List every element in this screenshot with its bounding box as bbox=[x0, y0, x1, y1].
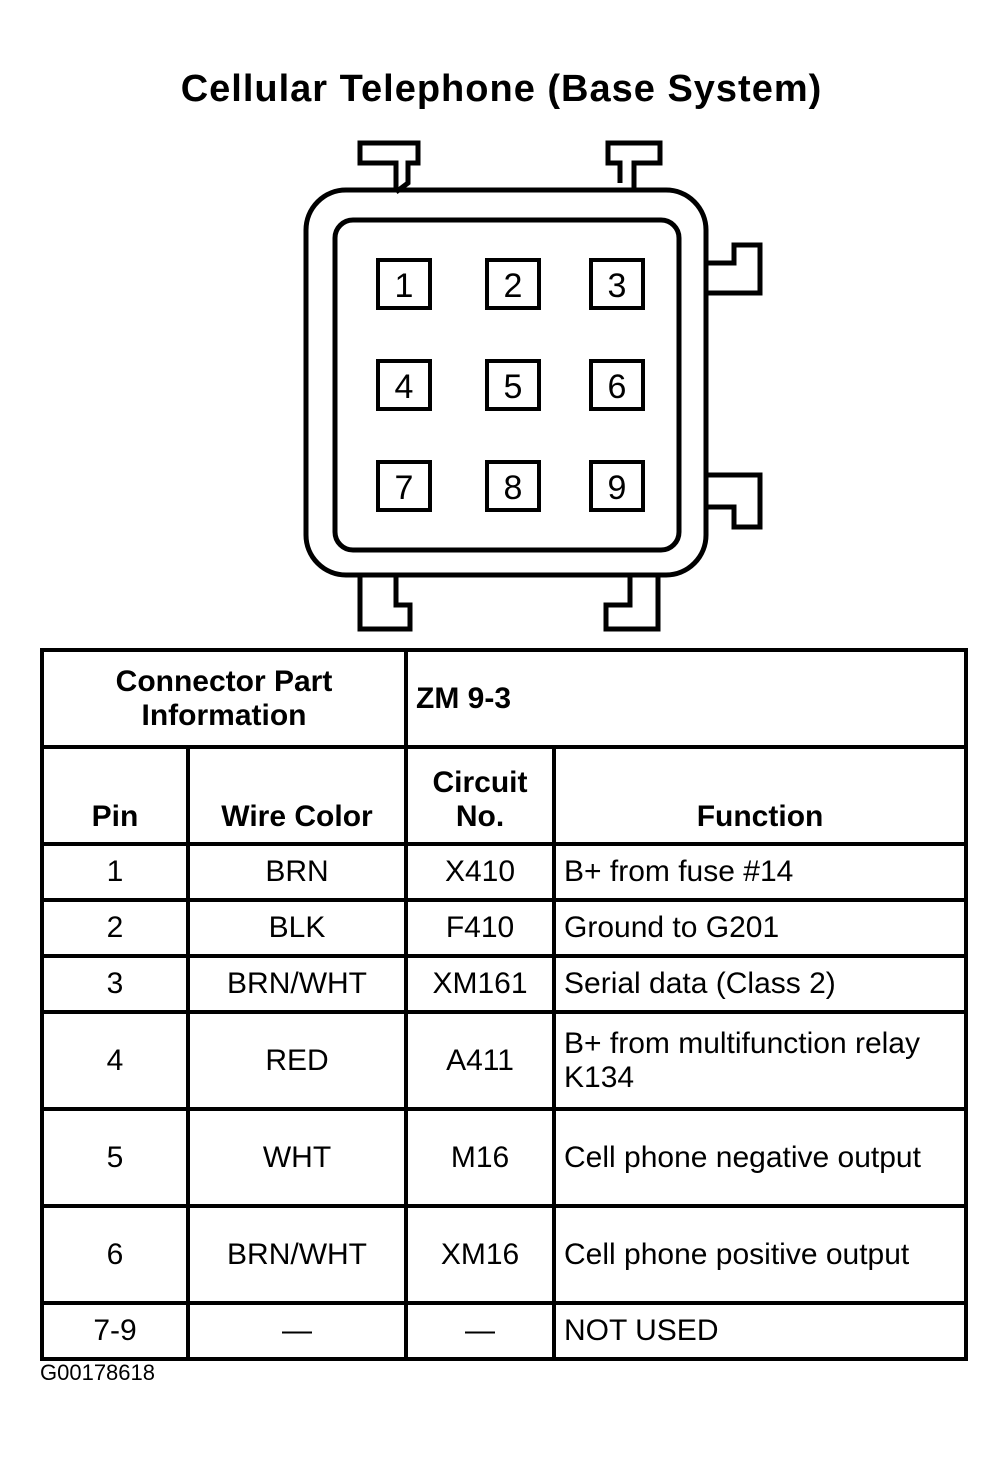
pin-8-label: 8 bbox=[504, 469, 523, 507]
part-info-value: ZM 9-3 bbox=[404, 648, 969, 749]
pin-5-label: 5 bbox=[504, 368, 523, 406]
pin-3-label: 3 bbox=[608, 267, 627, 305]
pin-cell: 6 bbox=[40, 1204, 190, 1305]
pin-1-label: 1 bbox=[395, 267, 414, 305]
wire-color-cell: — bbox=[185, 1301, 409, 1361]
circuit-cell: XM161 bbox=[404, 954, 557, 1014]
table-row: 6 BRN/WHT XM16 Cell phone positive outpu… bbox=[40, 1204, 969, 1305]
function-cell: NOT USED bbox=[552, 1301, 969, 1361]
circuit-cell: F410 bbox=[404, 898, 557, 958]
function-cell: B+ from fuse #14 bbox=[552, 842, 969, 902]
table-row: 5 WHT M16 Cell phone negative output bbox=[40, 1107, 969, 1208]
table-row: 2 BLK F410 Ground to G201 bbox=[40, 898, 969, 958]
wire-color-cell: RED bbox=[185, 1010, 409, 1111]
table-row: 7-9 — — NOT USED bbox=[40, 1301, 969, 1361]
table-row: 3 BRN/WHT XM161 Serial data (Class 2) bbox=[40, 954, 969, 1014]
pin-cell: 1 bbox=[40, 842, 190, 902]
pin-4-label: 4 bbox=[395, 368, 414, 406]
header-circuit-no: Circuit No. bbox=[404, 745, 557, 846]
bottom-left-latch bbox=[357, 575, 413, 632]
pin-9-label: 9 bbox=[608, 469, 627, 507]
function-cell: Cell phone positive output bbox=[552, 1204, 969, 1305]
pin-cell: 4 bbox=[40, 1010, 190, 1111]
circuit-cell: — bbox=[404, 1301, 557, 1361]
right-upper-latch bbox=[706, 242, 763, 296]
connector-diagram: 1 2 3 4 5 6 7 8 9 bbox=[303, 140, 763, 632]
wire-color-cell: BLK bbox=[185, 898, 409, 958]
header-wire-color: Wire Color bbox=[185, 745, 409, 846]
connector-cavity bbox=[332, 217, 682, 553]
right-lower-latch bbox=[706, 472, 763, 530]
circuit-cell: M16 bbox=[404, 1107, 557, 1208]
wire-color-cell: BRN/WHT bbox=[185, 1204, 409, 1305]
part-info-label: Connector Part Information bbox=[39, 648, 409, 749]
header-pin: Pin bbox=[40, 745, 190, 846]
top-right-latch bbox=[605, 140, 663, 192]
bottom-right-latch bbox=[603, 575, 661, 632]
diagram-title: Cellular Telephone (Base System) bbox=[180, 68, 823, 110]
header-function: Function bbox=[552, 745, 969, 846]
table-row: 4 RED A411 B+ from multifunction relay K… bbox=[40, 1010, 969, 1111]
connector-housing bbox=[303, 187, 709, 578]
wire-color-cell: BRN bbox=[185, 842, 409, 902]
circuit-cell: A411 bbox=[404, 1010, 557, 1111]
part-info-row: Connector Part Information ZM 9-3 bbox=[39, 648, 969, 749]
connector-info-table: Connector Part Information ZM 9-3 Pin Wi… bbox=[39, 648, 969, 1361]
header-row: Pin Wire Color Circuit No. Function bbox=[40, 745, 969, 846]
pin-cell: 7-9 bbox=[40, 1301, 190, 1361]
circuit-cell: XM16 bbox=[404, 1204, 557, 1305]
function-cell: Cell phone negative output bbox=[552, 1107, 969, 1208]
pin-2-label: 2 bbox=[504, 267, 523, 305]
function-cell: B+ from multifunction relay K134 bbox=[552, 1010, 969, 1111]
pin-cell: 5 bbox=[40, 1107, 190, 1208]
wire-color-cell: BRN/WHT bbox=[185, 954, 409, 1014]
table-row: 1 BRN X410 B+ from fuse #14 bbox=[40, 842, 969, 902]
function-cell: Serial data (Class 2) bbox=[552, 954, 969, 1014]
figure-code: G00178618 bbox=[40, 1360, 155, 1385]
pin-cell: 2 bbox=[40, 898, 190, 958]
pin-cell: 3 bbox=[40, 954, 190, 1014]
wire-color-cell: WHT bbox=[185, 1107, 409, 1208]
function-cell: Ground to G201 bbox=[552, 898, 969, 958]
pin-6-label: 6 bbox=[608, 368, 627, 406]
top-left-latch bbox=[357, 140, 421, 194]
pin-7-label: 7 bbox=[395, 469, 414, 507]
circuit-cell: X410 bbox=[404, 842, 557, 902]
